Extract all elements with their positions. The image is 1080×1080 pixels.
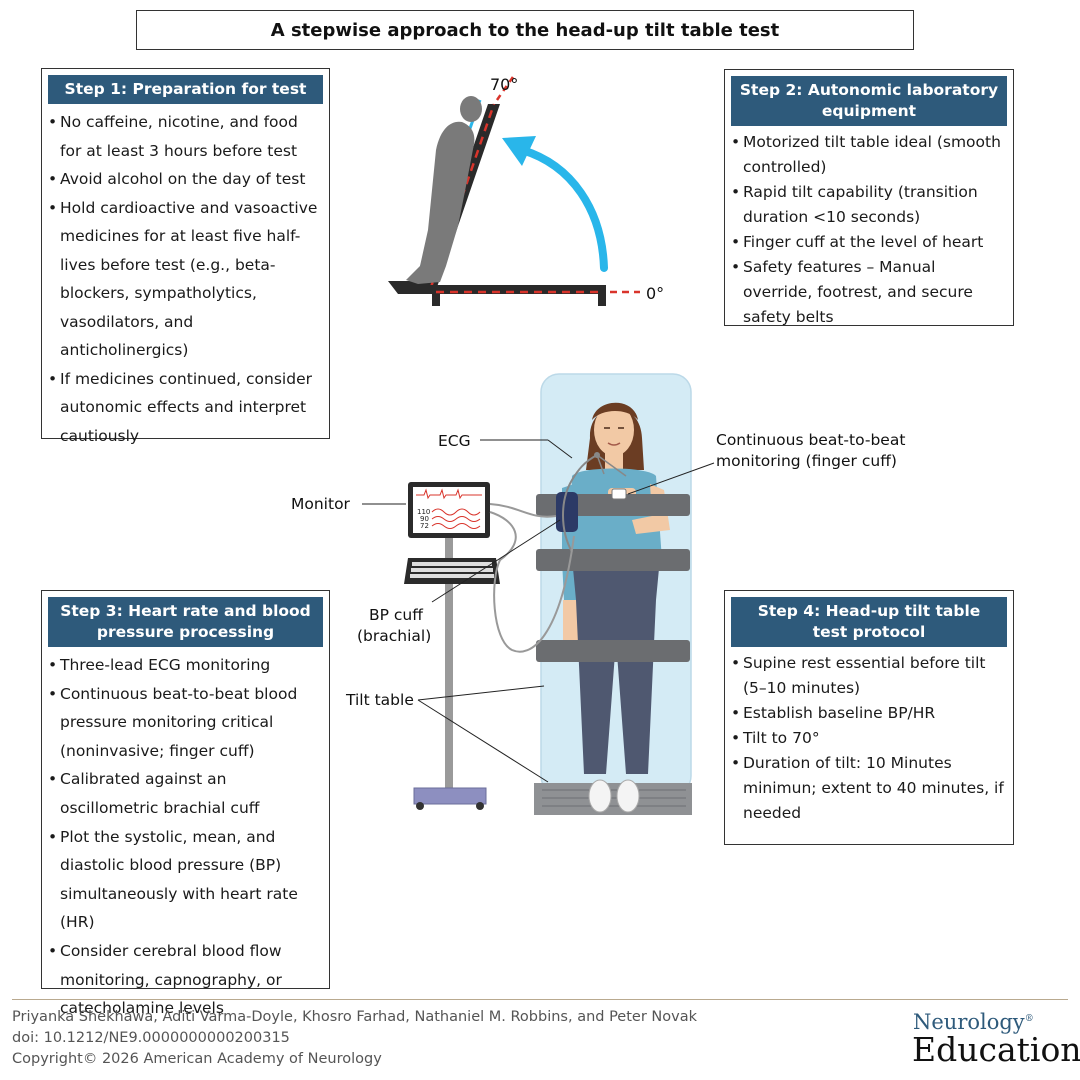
footer-divider [12, 999, 1068, 1000]
standing-person-silhouette [406, 96, 482, 284]
step-1-item: If medicines continued, consider autonom… [48, 365, 323, 451]
step-4-item: Tilt to 70° [731, 726, 1007, 751]
callout-labels: ECG Continuous beat-to-beat monitoring (… [291, 431, 905, 783]
step-4-list: Supine rest essential before tilt (5–10 … [725, 651, 1013, 826]
footrest [388, 281, 436, 294]
step-1-item: Hold cardioactive and vasoactive medicin… [48, 194, 323, 365]
step-3-item: Plot the systolic, mean, and diastolic b… [48, 823, 323, 937]
finger-cuff [611, 488, 627, 500]
step-3-item: Consider cerebral blood flow monitoring,… [48, 937, 323, 1023]
step-4-item: Supine rest essential before tilt (5–10 … [731, 651, 1007, 701]
diagram-title: A stepwise approach to the head-up tilt … [136, 10, 914, 50]
step-3-item: Three-lead ECG monitoring [48, 651, 323, 680]
step-1-item: Avoid alcohol on the day of test [48, 165, 323, 194]
tilt-table-scene [534, 373, 692, 815]
step-4-item: Establish baseline BP/HR [731, 701, 1007, 726]
angle-label-70: 70° [490, 75, 518, 94]
tilt-arrow-head [502, 136, 536, 166]
monitor-value: 90 [420, 515, 429, 523]
step-3-list: Three-lead ECG monitoring Continuous bea… [42, 651, 329, 1023]
tilt-schematic: 70° 0° [388, 73, 664, 306]
tilt-arrow [518, 146, 608, 272]
footer-authors: Priyanka Shekhawa, Aditi Varma-Doyle, Kh… [12, 1009, 697, 1025]
step-4-box: Step 4: Head-up tilt table test protocol… [724, 590, 1014, 845]
horizontal-table [430, 285, 606, 294]
label-bp-cuff-line-2: (brachial) [357, 627, 431, 645]
monitor-cart: 110 90 72 [404, 482, 575, 810]
label-ecg: ECG [438, 432, 471, 450]
step-2-item: Safety features – Manual override, footr… [731, 255, 1007, 330]
step-3-box: Step 3: Heart rate and blood pressure pr… [41, 590, 330, 1017]
monitor-value: 72 [420, 522, 429, 530]
vertical-dashed-extension [495, 73, 517, 101]
step-1-list: No caffeine, nicotine, and food for at l… [42, 108, 329, 450]
waist-strap [536, 549, 690, 571]
label-finger-cuff-line-1: Continuous beat-to-beat [716, 431, 905, 449]
step-2-box: Step 2: Autonomic laboratory equipment M… [724, 69, 1014, 326]
angle-label-0: 0° [646, 284, 664, 303]
logo-education: Education [912, 1030, 1080, 1069]
monitor-value: 110 [417, 508, 430, 516]
monitor-pole [445, 538, 453, 790]
label-tilt-table: Tilt table [345, 691, 414, 709]
cart-base [413, 787, 487, 805]
step-3-header: Step 3: Heart rate and blood pressure pr… [48, 597, 323, 647]
footplate [534, 783, 692, 815]
step-4-header: Step 4: Head-up tilt table test protocol [731, 597, 1007, 647]
step-2-header: Step 2: Autonomic laboratory equipment [731, 76, 1007, 126]
step-2-list: Motorized tilt table ideal (smooth contr… [725, 130, 1013, 330]
patient-face [594, 404, 634, 456]
footer-copyright: Copyright© 2026 American Academy of Neur… [12, 1051, 382, 1067]
label-monitor: Monitor [291, 495, 351, 513]
step-4-item: Duration of tilt: 10 Minutes minimun; ex… [731, 751, 1007, 826]
step-1-box: Step 1: Preparation for test No caffeine… [41, 68, 330, 445]
step-2-item: Rapid tilt capability (transition durati… [731, 180, 1007, 230]
step-3-item: Calibrated against an oscillometric brac… [48, 765, 323, 822]
logo-neurology: Neurology® [913, 1010, 1034, 1034]
step-1-item: No caffeine, nicotine, and food for at l… [48, 108, 323, 165]
tilt-table-illustration: 70° 0° [291, 73, 905, 815]
label-finger-cuff-line-2: monitoring (finger cuff) [716, 452, 897, 470]
step-1-header: Step 1: Preparation for test [48, 75, 323, 104]
step-2-item: Motorized tilt table ideal (smooth contr… [731, 130, 1007, 180]
step-3-item: Continuous beat-to-beat blood pressure m… [48, 680, 323, 766]
footer-doi: doi: 10.1212/NE9.0000000000200315 [12, 1030, 290, 1046]
label-bp-cuff-line-1: BP cuff [369, 606, 423, 624]
leg-strap [536, 640, 690, 662]
footer-credits: Priyanka Shekhawa, Aditi Varma-Doyle, Kh… [12, 1007, 697, 1070]
patient-pants [572, 558, 660, 774]
step-2-item: Finger cuff at the level of heart [731, 230, 1007, 255]
bp-cuff [556, 492, 578, 532]
